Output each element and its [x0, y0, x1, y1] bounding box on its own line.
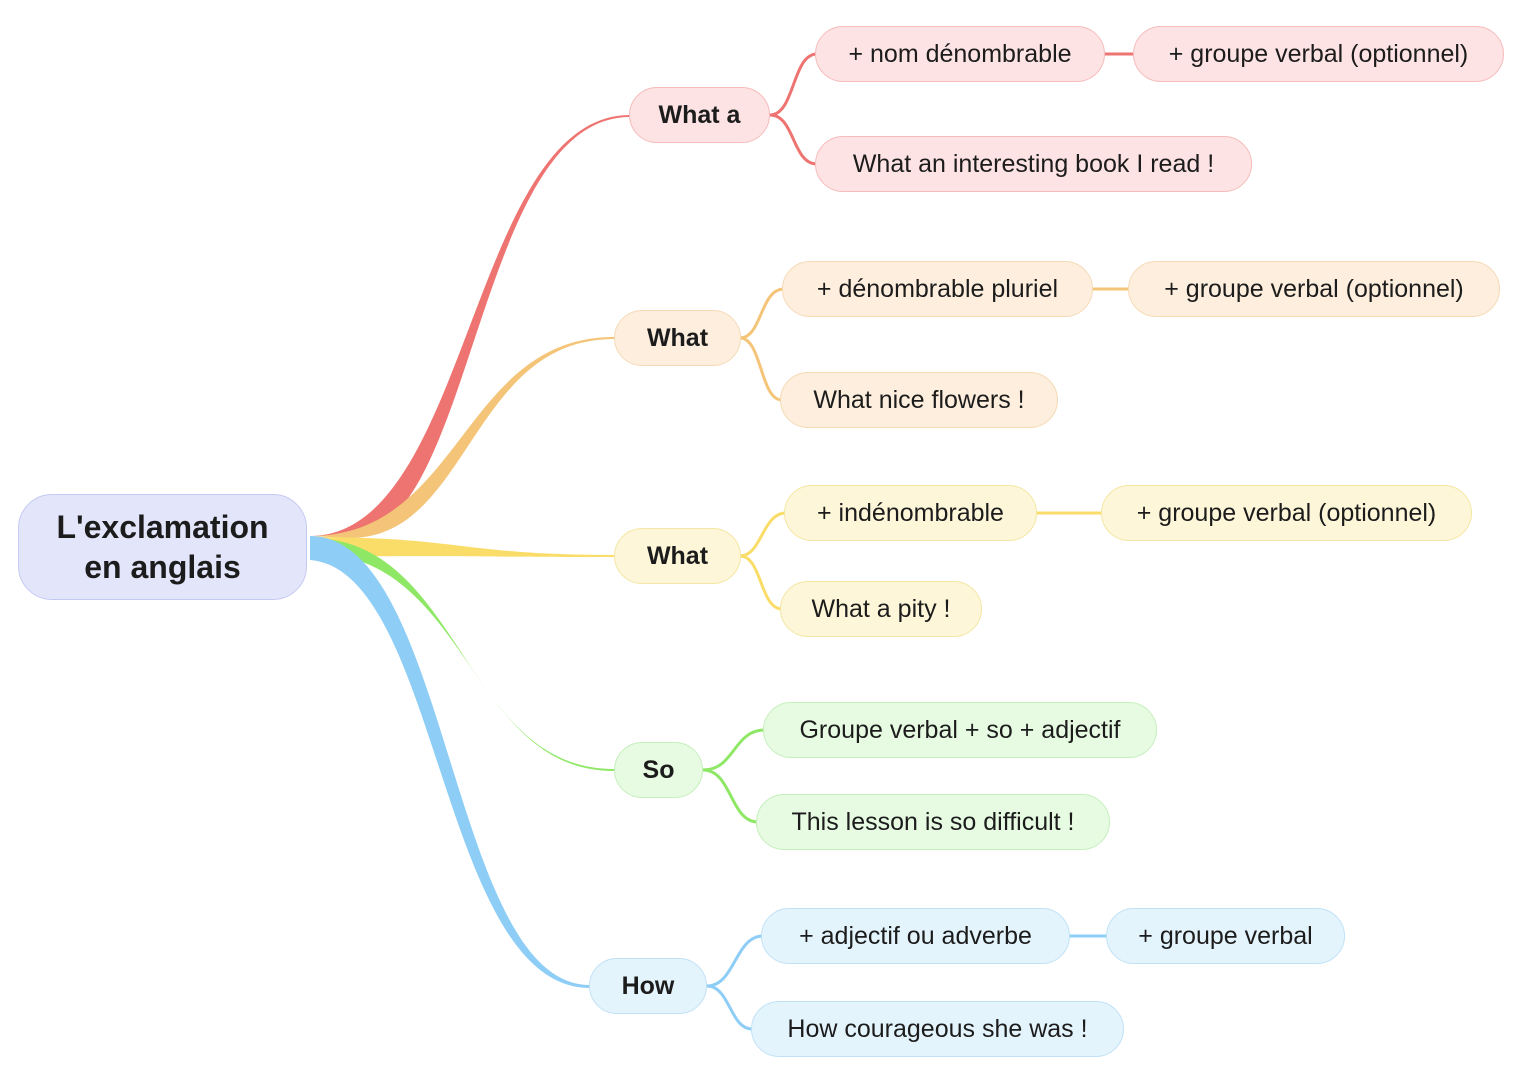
link-so-example	[701, 768, 760, 824]
example-so[interactable]: This lesson is so difficult !	[756, 794, 1110, 850]
link-root-so	[310, 538, 614, 771]
link-what-uncountable-rule	[738, 511, 788, 558]
link-root-what-plural	[310, 337, 614, 538]
rule-detail-how[interactable]: + groupe verbal	[1106, 908, 1345, 964]
example-how[interactable]: How courageous she was !	[751, 1001, 1124, 1057]
link-so-rule	[701, 728, 767, 772]
link-what-a-example	[768, 113, 819, 166]
example-what-uncountable[interactable]: What a pity !	[780, 581, 982, 637]
branch-what-uncountable[interactable]: What	[614, 528, 741, 584]
rule-what-a[interactable]: + nom dénombrable	[815, 26, 1105, 82]
link-what-a-rule	[768, 52, 819, 117]
rule-what-plural[interactable]: + dénombrable pluriel	[782, 261, 1093, 317]
example-what-a[interactable]: What an interesting book I read !	[815, 136, 1252, 192]
root-topic[interactable]: L'exclamation en anglais	[18, 494, 307, 600]
rule-so[interactable]: Groupe verbal + so + adjectif	[763, 702, 1157, 758]
branch-what-plural[interactable]: What	[614, 310, 741, 366]
root-topic-line-2: en anglais	[84, 549, 241, 585]
rule-how[interactable]: + adjectif ou adverbe	[761, 908, 1070, 964]
branch-what-a[interactable]: What a	[629, 87, 770, 143]
link-what-uncountable-example	[738, 554, 784, 611]
link-what-plural-rule	[738, 287, 786, 340]
link-root-what-a	[310, 115, 630, 536]
root-topic-line-1: L'exclamation	[56, 509, 269, 545]
rule-what-uncountable[interactable]: + indénombrable	[784, 485, 1037, 541]
link-root-how	[310, 536, 590, 988]
link-root-what-uncountable	[310, 537, 614, 557]
link-how-rule	[705, 934, 765, 988]
branch-so[interactable]: So	[614, 742, 703, 798]
link-how-example	[705, 984, 754, 1031]
branch-how[interactable]: How	[589, 958, 707, 1014]
example-what-plural[interactable]: What nice flowers !	[780, 372, 1058, 428]
rule-detail-what-plural[interactable]: + groupe verbal (optionnel)	[1128, 261, 1500, 317]
rule-detail-what-uncountable[interactable]: + groupe verbal (optionnel)	[1101, 485, 1472, 541]
rule-detail-what-a[interactable]: + groupe verbal (optionnel)	[1133, 26, 1504, 82]
link-what-plural-example	[738, 336, 784, 402]
